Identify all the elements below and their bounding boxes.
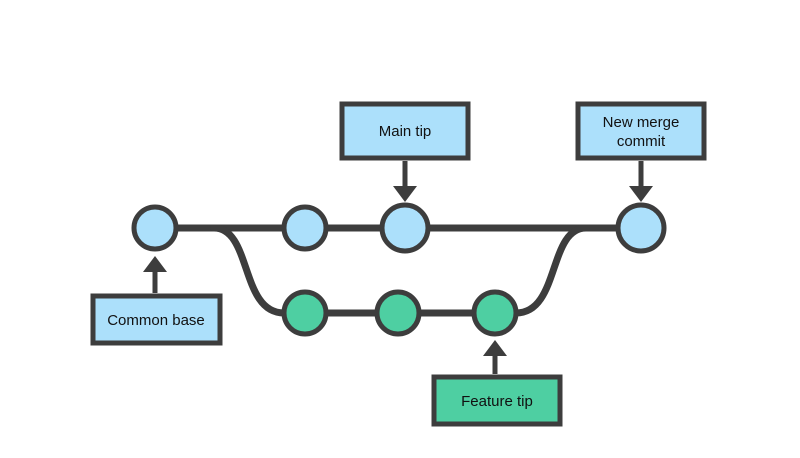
commit-nodes — [131, 202, 667, 337]
edge-branch-off-curve — [210, 224, 288, 317]
edge-merge-in-curve — [512, 224, 590, 317]
commit-node-main-commit-1[interactable] — [281, 204, 329, 252]
commit-node-feature-commit-1[interactable] — [281, 289, 329, 337]
label-box-main-tip[interactable]: Main tip — [339, 101, 471, 161]
commit-node-feature-tip[interactable] — [471, 289, 519, 337]
label-box-main-tip-rect[interactable] — [339, 101, 471, 161]
label-box-new-merge-commit[interactable]: New merge commit — [575, 101, 707, 161]
label-new-merge-commit-line2: commit — [617, 133, 666, 150]
callout-arrows — [143, 161, 653, 374]
label-box-common-base[interactable]: Common base — [90, 293, 223, 346]
label-new-merge-commit-line1: New merge — [603, 114, 680, 131]
arrow-down-new-merge-commit — [629, 161, 653, 202]
commit-node-common-base[interactable] — [131, 204, 179, 252]
arrow-up-common-base — [143, 256, 167, 293]
label-box-feature-tip-rect[interactable] — [431, 374, 563, 427]
commit-node-main-tip[interactable] — [379, 202, 431, 254]
label-common-base-text: Common base — [107, 312, 205, 329]
label-box-new-merge-commit-rect[interactable] — [575, 101, 707, 161]
arrow-down-main-tip — [393, 161, 417, 202]
label-box-feature-tip[interactable]: Feature tip — [431, 374, 563, 427]
arrow-up-feature-tip — [483, 340, 507, 374]
commit-node-merge-commit[interactable] — [615, 202, 667, 254]
commit-node-feature-commit-2[interactable] — [374, 289, 422, 337]
label-main-tip-text: Main tip — [379, 123, 432, 140]
label-feature-tip-text: Feature tip — [461, 393, 533, 410]
label-box-common-base-rect[interactable] — [90, 293, 223, 346]
